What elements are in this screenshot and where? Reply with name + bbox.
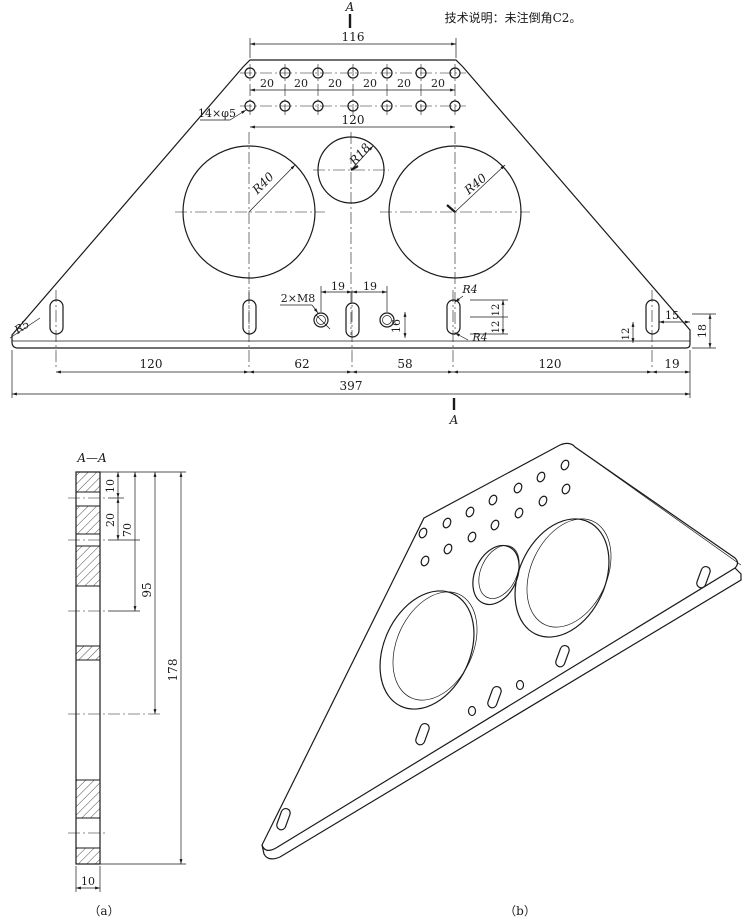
radius-slot-top: R4 bbox=[461, 283, 477, 296]
dim-120-bottom-right: 120 bbox=[539, 357, 562, 371]
section-label-top: A bbox=[345, 0, 355, 14]
dim-19-bottom: 19 bbox=[664, 357, 679, 371]
front-view: A A 116 bbox=[9, 0, 716, 427]
sec-dim-10-thick: 10 bbox=[81, 875, 95, 888]
iso-holes bbox=[418, 459, 571, 567]
dim-spacing-2: 20 bbox=[294, 77, 308, 90]
thread-callout: 2×M8 bbox=[281, 292, 315, 305]
caption-a: （a） bbox=[88, 904, 119, 918]
sec-dim-178: 178 bbox=[166, 659, 180, 682]
dim-12-c: 12 bbox=[621, 328, 632, 341]
dim-spacing-5: 20 bbox=[397, 77, 411, 90]
dim-19-a: 19 bbox=[331, 280, 345, 293]
dim-18: 18 bbox=[696, 324, 709, 338]
dim-15: 15 bbox=[665, 309, 679, 322]
iso-big-hole-right bbox=[514, 518, 610, 638]
dim-12-b: 12 bbox=[491, 321, 502, 334]
iso-slots bbox=[276, 565, 711, 831]
iso-big-hole-left bbox=[379, 590, 475, 710]
sec-dim-95: 95 bbox=[140, 582, 154, 597]
isometric-view: （b） bbox=[261, 442, 742, 918]
section-label-bottom: A bbox=[449, 413, 459, 427]
thread-hole-left bbox=[313, 312, 329, 328]
dim-12-a: 12 bbox=[491, 304, 502, 317]
dim-16: 16 bbox=[390, 319, 403, 333]
section-view: A—A 10 20 70 95 178 10 （a） bbox=[68, 451, 186, 918]
dim-spacing-6: 20 bbox=[431, 77, 445, 90]
sec-dim-10-top: 10 bbox=[104, 479, 117, 493]
dim-spacing-4: 20 bbox=[363, 77, 377, 90]
iso-plate-top bbox=[261, 442, 739, 851]
radius-small: R18 bbox=[346, 140, 374, 168]
section-view-title: A—A bbox=[76, 451, 107, 465]
radius-big-right: R40 bbox=[461, 171, 490, 198]
dim-spacing-3: 20 bbox=[328, 77, 342, 90]
dim-holes-callout: 14×φ5 bbox=[198, 107, 236, 120]
technical-note: 技术说明：未注倒角C2。 bbox=[445, 10, 582, 25]
dim-62: 62 bbox=[294, 357, 309, 371]
iso-plate-edge bbox=[261, 567, 742, 860]
dim-120-bottom-left: 120 bbox=[140, 357, 163, 371]
dim-19-b: 19 bbox=[363, 280, 377, 293]
sec-dim-20: 20 bbox=[104, 513, 117, 527]
sec-dim-70: 70 bbox=[121, 523, 134, 537]
plate-outline bbox=[11, 59, 691, 349]
dim-58: 58 bbox=[397, 357, 412, 371]
dim-spacing-1: 20 bbox=[260, 77, 274, 90]
slots bbox=[49, 299, 660, 338]
radius-corner: R5 bbox=[11, 317, 32, 337]
thread-hole-right bbox=[379, 312, 395, 328]
iso-small-hole bbox=[472, 544, 520, 606]
dim-120-top: 120 bbox=[342, 113, 365, 127]
dim-397: 397 bbox=[340, 379, 363, 393]
radius-big-left: R40 bbox=[249, 169, 277, 197]
dim-116: 116 bbox=[342, 30, 365, 44]
radius-slot-bottom: R4 bbox=[471, 331, 487, 344]
caption-b: （b） bbox=[504, 904, 536, 918]
